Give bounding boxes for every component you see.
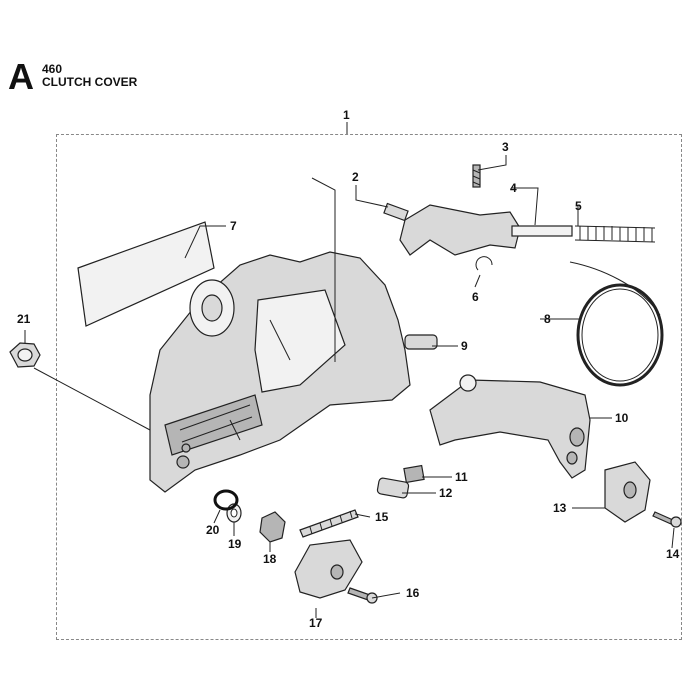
part-17-chain-catcher[interactable] xyxy=(294,539,363,599)
callout-10: 10 xyxy=(615,411,629,425)
callout-14: 14 xyxy=(666,547,680,561)
callout-numbers: 1 2 3 4 5 6 7 8 9 10 11 12 13 14 15 16 1… xyxy=(17,108,680,630)
part-5-spring[interactable] xyxy=(574,225,656,243)
callout-15: 15 xyxy=(375,510,389,524)
callout-21: 21 xyxy=(17,312,31,326)
callout-12: 12 xyxy=(439,486,453,500)
callout-9: 9 xyxy=(461,339,468,353)
part-21-nut[interactable] xyxy=(9,342,41,368)
part-10-brake-bracket[interactable] xyxy=(429,374,591,479)
callout-7: 7 xyxy=(230,219,237,233)
diagram-title: CLUTCH COVER xyxy=(42,75,138,89)
part-20-o-ring[interactable] xyxy=(213,489,239,511)
callout-11: 11 xyxy=(455,470,468,484)
model-number: 460 xyxy=(42,62,63,76)
callout-17: 17 xyxy=(309,616,323,630)
callout-18: 18 xyxy=(263,552,277,566)
callout-8: 8 xyxy=(544,312,551,326)
callout-2: 2 xyxy=(352,170,359,184)
callout-13: 13 xyxy=(553,501,567,515)
part-14-screw[interactable] xyxy=(652,511,682,528)
part-3-screw[interactable] xyxy=(472,164,481,188)
leader-lines xyxy=(24,122,675,618)
callout-5: 5 xyxy=(575,199,582,213)
part-13-bumper[interactable] xyxy=(604,461,651,523)
part-2-pin[interactable] xyxy=(383,202,409,222)
callout-3: 3 xyxy=(502,140,509,154)
part-8-brake-band[interactable] xyxy=(569,261,664,387)
assembly-frame xyxy=(56,134,682,640)
part-7-decal[interactable] xyxy=(77,221,215,327)
section-letter: A xyxy=(8,56,34,97)
part-15-tensioner-screw[interactable] xyxy=(299,509,359,538)
part-6-circlip[interactable] xyxy=(475,256,493,271)
callout-4: 4 xyxy=(510,181,517,195)
callout-20: 20 xyxy=(206,523,220,537)
part-4-brake-lever[interactable] xyxy=(399,204,573,256)
part-9-pin[interactable] xyxy=(404,334,438,350)
part-11-nut[interactable] xyxy=(403,464,425,484)
part-18-gear[interactable] xyxy=(259,511,286,543)
callout-1: 1 xyxy=(343,108,350,122)
part-1-clutch-cover[interactable] xyxy=(149,251,411,493)
callout-6: 6 xyxy=(472,290,479,304)
callout-16: 16 xyxy=(406,586,420,600)
part-16-screw[interactable] xyxy=(347,587,378,604)
callout-19: 19 xyxy=(228,537,242,551)
part-12-tensioner-pin[interactable] xyxy=(376,477,410,499)
